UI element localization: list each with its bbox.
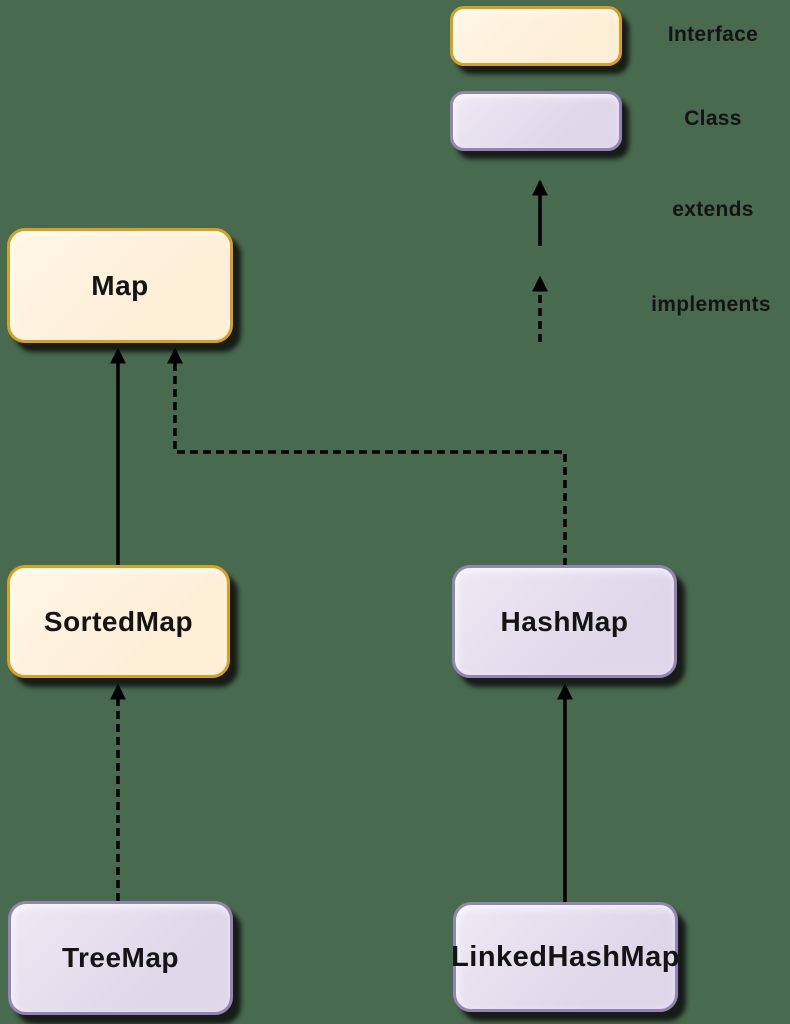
node-hashmap-label: HashMap [500, 605, 629, 637]
legend-interface-label: Interface [667, 23, 759, 46]
node-map-label: Map [91, 269, 149, 301]
legend-class-swatch [450, 91, 622, 151]
legend-interface-swatch [450, 6, 622, 66]
legend-class-label: Class [684, 107, 742, 130]
legend-implements-label: implements [651, 293, 771, 316]
node-sortedmap-label: SortedMap [43, 605, 194, 637]
node-linkedhashmap: LinkedHashMap [451, 902, 680, 1012]
node-map: Map [7, 228, 233, 343]
node-sortedmap: SortedMap [7, 565, 230, 678]
edge-hashmap-implements-map [167, 347, 567, 566]
node-treemap: TreeMap [8, 901, 233, 1015]
node-treemap-label: TreeMap [61, 942, 180, 973]
node-hashmap: HashMap [452, 565, 677, 678]
node-linkedhashmap-label: LinkedHashMap [451, 940, 680, 973]
legend-extends-label: extends [672, 198, 754, 221]
